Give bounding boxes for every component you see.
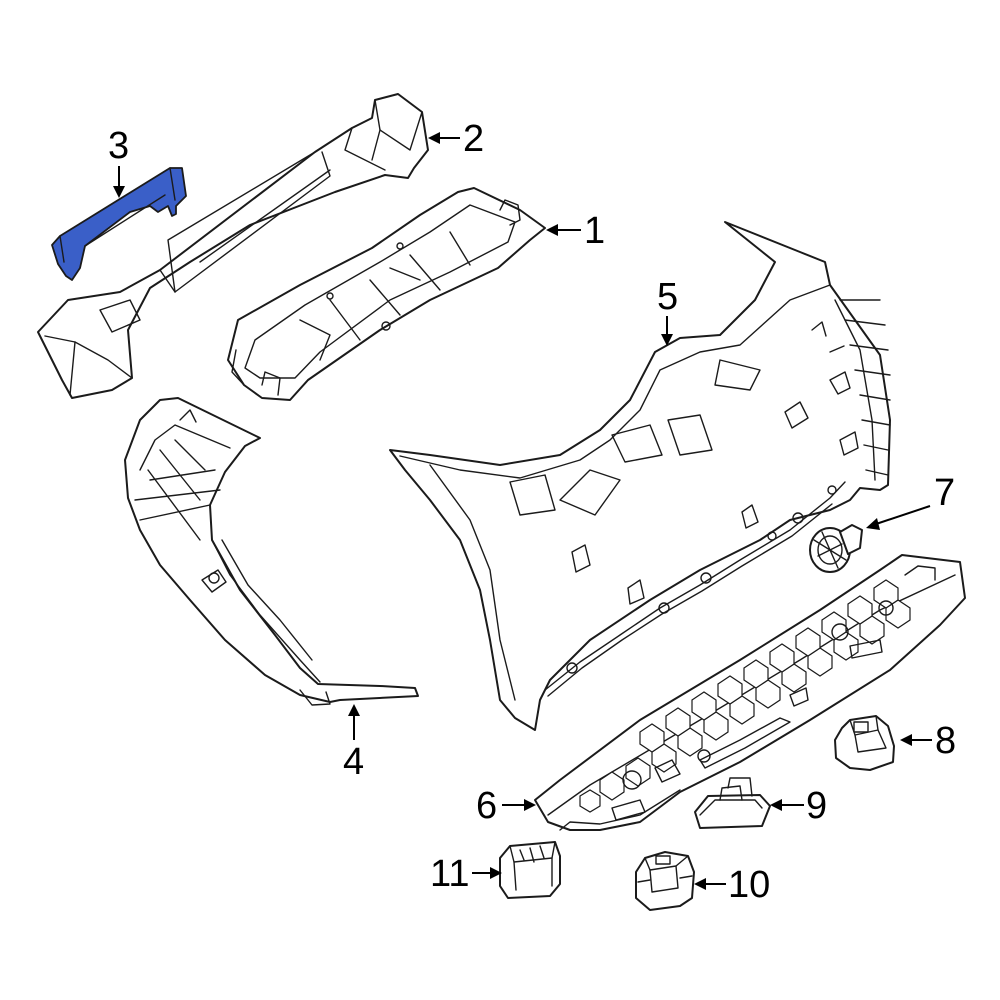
callout-9: 9 (770, 785, 827, 827)
callout-label-8: 8 (935, 720, 956, 762)
callout-10: 10 (694, 864, 770, 906)
callout-4: 4 (343, 704, 364, 783)
honeycomb-pattern (579, 579, 911, 813)
part-5-tailgate-trim[interactable] (389, 221, 891, 731)
part-11-clip-bracket[interactable] (499, 841, 561, 899)
part-1-inner-frame[interactable] (227, 187, 546, 401)
part-8-lamp-housing[interactable] (834, 715, 895, 771)
part-3-bracket[interactable] (51, 167, 187, 281)
callout-label-3: 3 (108, 125, 129, 167)
callout-label-11: 11 (430, 853, 469, 895)
callout-label-9: 9 (806, 785, 827, 827)
callout-label-5: 5 (657, 276, 678, 318)
callout-8: 8 (900, 720, 956, 762)
callout-label-10: 10 (728, 864, 770, 906)
part-6-lower-trim[interactable] (534, 554, 966, 831)
callout-label-2: 2 (463, 118, 484, 160)
callout-label-7: 7 (934, 472, 955, 514)
part-2-upper-trim-panel[interactable] (37, 93, 429, 399)
callout-1: 1 (546, 210, 605, 252)
callout-2: 2 (428, 118, 484, 160)
callout-6: 6 (476, 785, 536, 827)
callout-11: 11 (430, 853, 502, 895)
part-7-grommet-clip[interactable] (809, 524, 863, 573)
callout-5: 5 (657, 276, 678, 346)
callout-3: 3 (108, 125, 129, 198)
part-9-lamp-lens[interactable] (694, 777, 771, 829)
callout-label-4: 4 (343, 741, 364, 783)
callout-7: 7 (866, 472, 955, 530)
part-10-switch-housing[interactable] (635, 851, 695, 911)
callout-label-1: 1 (584, 210, 605, 252)
callout-label-6: 6 (476, 785, 497, 827)
part-3-shape[interactable] (51, 167, 187, 281)
part-4-pillar-trim[interactable] (124, 397, 419, 706)
